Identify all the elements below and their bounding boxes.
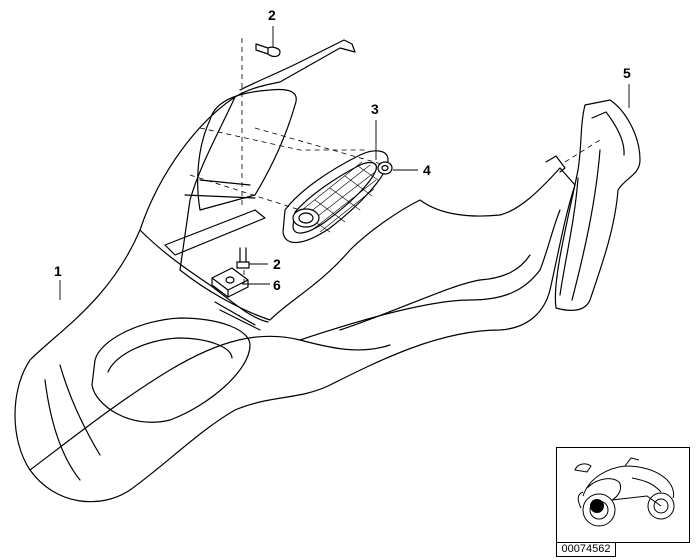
fender-inner-top xyxy=(197,88,297,211)
callout-2-top: 2 xyxy=(268,7,276,23)
callout-5: 5 xyxy=(623,65,631,81)
callout-3: 3 xyxy=(371,101,379,117)
fender-ridge xyxy=(29,335,391,471)
part-5-side-panel-inner xyxy=(559,111,625,296)
part-6-clip-nut xyxy=(211,267,249,298)
part-4-washer xyxy=(377,161,393,175)
fender-nose-lines xyxy=(44,364,101,481)
fender-top-bracket xyxy=(234,39,356,98)
fender-recess-inner xyxy=(107,337,233,373)
fender-tab xyxy=(545,155,566,173)
clip-hole xyxy=(225,276,235,284)
inner-bracket-rail xyxy=(164,209,266,256)
part-number-label: 00074562 xyxy=(556,542,616,557)
part-1-fender-shell xyxy=(14,96,576,503)
mounting-studs xyxy=(214,301,261,331)
callout-1: 1 xyxy=(54,263,62,279)
guide-line-3-a xyxy=(199,127,365,151)
part-2-mid-screw xyxy=(236,247,250,269)
part-3-grille-plate xyxy=(282,150,389,244)
part-5-side-panel xyxy=(554,99,641,311)
callout-4: 4 xyxy=(423,162,431,178)
fender-inner-wall xyxy=(139,229,269,323)
guide-line-5 xyxy=(564,139,601,163)
guide-line-3-b xyxy=(189,174,301,211)
motorcycle-icon xyxy=(574,457,675,527)
part-3-grille-inner xyxy=(292,161,377,234)
part-5-edge xyxy=(571,149,601,301)
callout-6: 6 xyxy=(273,277,281,293)
part-4-washer-hole xyxy=(381,164,389,172)
guide-line-4 xyxy=(254,127,386,166)
fender-right-wing xyxy=(299,209,561,341)
grille-port-inner xyxy=(298,212,314,224)
callout-2-mid: 2 xyxy=(273,256,281,272)
fender-recess xyxy=(91,317,251,423)
fender-right-wing-inner xyxy=(339,254,531,331)
motorcycle-thumbnail xyxy=(556,447,690,543)
part-2-top-screw xyxy=(255,43,281,58)
grille-port xyxy=(292,208,320,228)
location-marker-dot xyxy=(590,499,604,513)
